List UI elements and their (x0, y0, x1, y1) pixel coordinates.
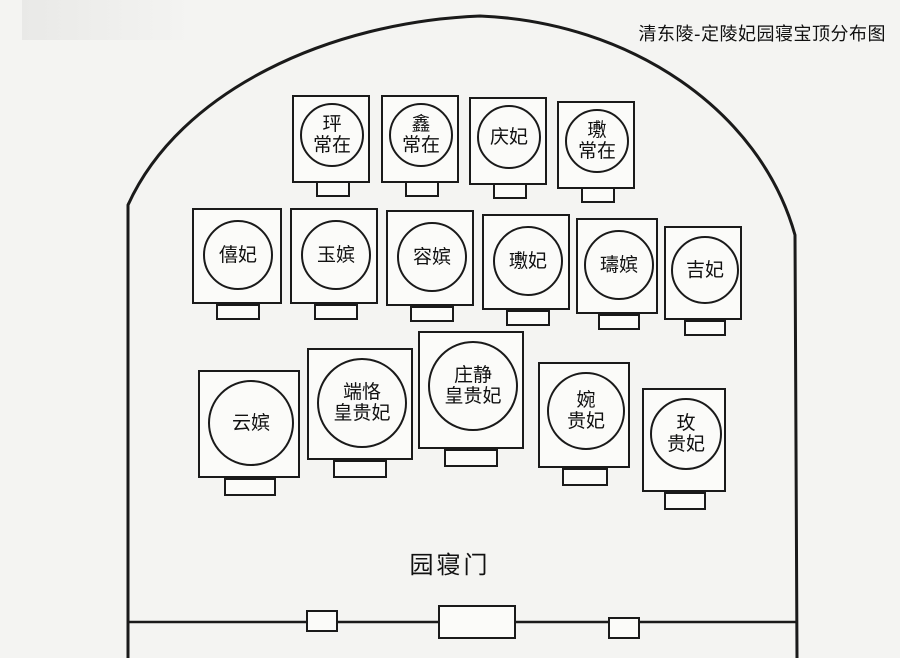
tomb-name-line: 璹嫔 (599, 253, 638, 276)
burial-mound: 吉妃 (664, 226, 742, 336)
tomb-name-line: 皇贵妃 (333, 402, 391, 424)
tomb-name-line: 贵妃 (666, 433, 705, 455)
mound-base (664, 492, 706, 510)
burial-mound: 庄静皇贵妃 (418, 331, 524, 467)
mound-base (405, 181, 439, 197)
mound-base (224, 478, 276, 496)
tomb-name-line: 贵妃 (566, 410, 605, 432)
burial-mound: 璹嫔 (576, 218, 658, 330)
tomb-name-line: 容嫔 (412, 245, 451, 268)
burial-mound: 玫贵妃 (642, 388, 726, 510)
mound-circle: 庆妃 (477, 105, 541, 169)
gate-right-pillar (608, 617, 640, 639)
mound-circle: 僖妃 (203, 220, 273, 290)
tomb-name-line: 云嫔 (231, 411, 270, 434)
tomb-name-line: 婉 (576, 389, 596, 411)
mound-circle: 端恪皇贵妃 (317, 358, 407, 448)
mound-base (314, 304, 358, 320)
mound-circle: 玉嫔 (301, 220, 371, 290)
mound-circle: 容嫔 (397, 222, 467, 292)
mound-circle: 吉妃 (671, 236, 739, 304)
tomb-name-line: 常在 (577, 140, 616, 162)
tomb-name-line: 璷妃 (508, 249, 547, 272)
mound-circle: 云嫔 (208, 380, 294, 466)
burial-mound: 容嫔 (386, 210, 474, 322)
tomb-name-line: 鑫 (411, 113, 431, 135)
tomb-name-line: 皇贵妃 (444, 385, 502, 407)
mound-circle: 璹嫔 (584, 230, 654, 300)
burial-mound: 婉贵妃 (538, 362, 630, 486)
burial-mound: 玶常在 (292, 95, 370, 197)
scan-smudge (22, 0, 192, 40)
tomb-name-line: 璷 (587, 119, 607, 141)
burial-mound: 云嫔 (198, 370, 300, 496)
tomb-name-line: 庄静 (453, 364, 492, 386)
mound-base (581, 187, 615, 203)
tomb-name-line: 玉嫔 (316, 243, 355, 266)
mound-circle: 婉贵妃 (547, 372, 625, 450)
mound-base (316, 181, 350, 197)
mound-base (598, 314, 640, 330)
gate-label: 园寝门 (409, 551, 491, 579)
mound-base (493, 183, 527, 199)
mound-base (444, 449, 498, 467)
mound-circle: 璷常在 (565, 109, 629, 173)
mound-base (506, 310, 550, 326)
burial-mound: 鑫常在 (381, 95, 459, 197)
gate-left-pillar (306, 610, 338, 632)
mound-base (562, 468, 608, 486)
mound-base (333, 460, 387, 478)
burial-mound: 庆妃 (469, 97, 547, 199)
diagram-title: 清东陵-定陵妃园寝宝顶分布图 (638, 24, 886, 45)
tomb-name-line: 玶 (322, 113, 342, 135)
mound-circle: 庄静皇贵妃 (428, 341, 518, 431)
burial-mound: 璷妃 (482, 214, 570, 326)
tomb-name-line: 常在 (401, 134, 440, 156)
mound-circle: 玫贵妃 (650, 398, 722, 470)
burial-mound: 玉嫔 (290, 208, 378, 320)
tomb-name-line: 庆妃 (489, 125, 528, 148)
mound-base (216, 304, 260, 320)
tomb-name-line: 玫 (676, 412, 696, 434)
tomb-name-line: 吉妃 (685, 258, 724, 281)
mound-circle: 璷妃 (493, 226, 563, 296)
mound-base (410, 306, 454, 322)
tomb-name-line: 常在 (312, 134, 351, 156)
burial-mound: 端恪皇贵妃 (307, 348, 413, 478)
tomb-name-line: 僖妃 (218, 243, 257, 266)
mound-circle: 玶常在 (300, 103, 364, 167)
tomb-name-line: 端恪 (342, 381, 381, 403)
mound-base (684, 320, 726, 336)
burial-mound: 僖妃 (192, 208, 282, 320)
mound-circle: 鑫常在 (389, 103, 453, 167)
gate-center (438, 605, 516, 639)
burial-mound: 璷常在 (557, 101, 635, 203)
